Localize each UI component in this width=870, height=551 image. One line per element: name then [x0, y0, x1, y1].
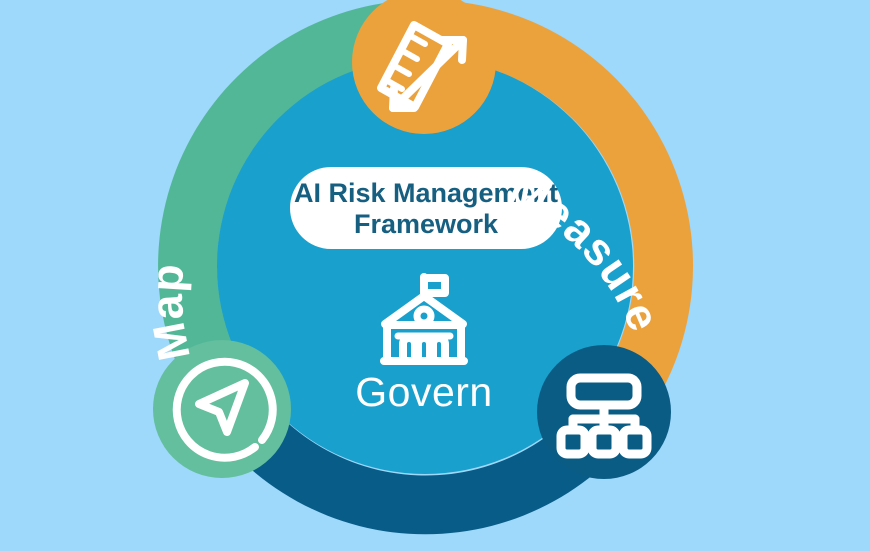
center-title-line2: Framework [354, 209, 499, 239]
arc-manage[interactable] [192, 366, 641, 535]
arc-map[interactable] [158, 0, 425, 396]
badge-manage[interactable] [537, 345, 671, 479]
bank-building-icon [380, 273, 468, 365]
badge-map[interactable] [153, 340, 291, 478]
arc-label-map-text: Map [141, 261, 199, 364]
core-label-govern: Govern [355, 369, 492, 415]
core-circle-govern[interactable] [217, 58, 633, 474]
navigation-compass-icon [172, 357, 277, 462]
arc-label-map: Map [141, 261, 200, 364]
arc-measure[interactable] [425, 0, 693, 424]
center-title-line1: AI Risk Management [294, 178, 558, 208]
org-chart-hierarchy-icon [556, 373, 652, 459]
center-title-pill[interactable]: AI Risk Management Framework [290, 167, 562, 249]
ruler-measure-icon [377, 21, 467, 112]
badge-measure[interactable] [352, 0, 496, 134]
